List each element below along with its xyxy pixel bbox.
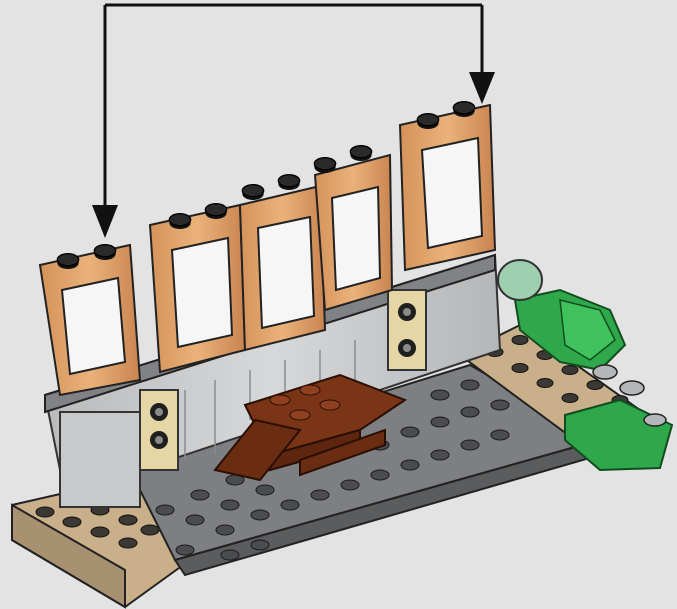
window-frame-3	[314, 146, 392, 310]
window-frame-1	[150, 204, 245, 372]
round-plant-pot	[498, 260, 542, 300]
window-frame-2	[240, 175, 325, 350]
beige-lamp-brick-right	[388, 290, 426, 370]
down-arrow-icon	[469, 72, 495, 104]
window-frame-left	[40, 245, 140, 395]
beige-lamp-brick-left	[140, 390, 178, 470]
down-arrow-icon	[92, 205, 118, 238]
window-frame-right	[400, 102, 495, 270]
